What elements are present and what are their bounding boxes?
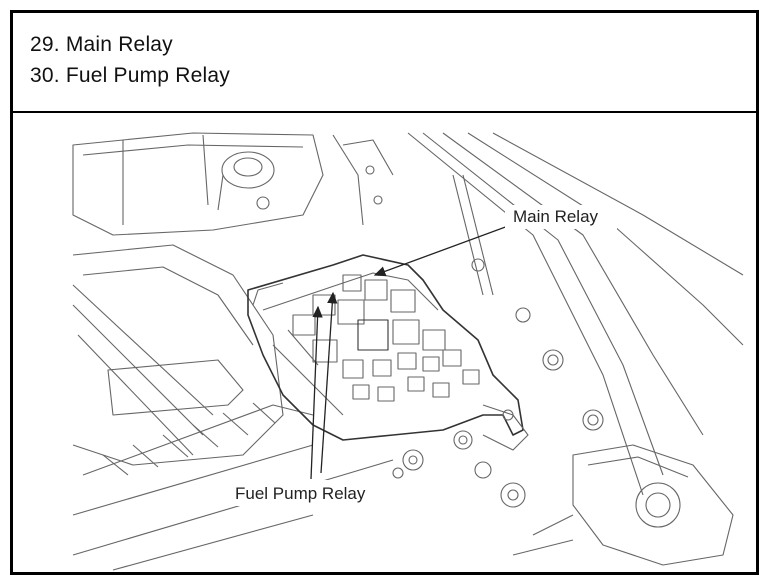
main-relay-leader xyxy=(373,224,512,277)
engine-bay-illustration: Main Relay Fuel Pump Relay xyxy=(72,132,744,571)
legend-label: Main Relay xyxy=(65,33,173,56)
main-relay-callout: Main Relay xyxy=(513,207,599,226)
fuel-pump-relay-callout: Fuel Pump Relay xyxy=(235,484,366,503)
legend-item-fuel-pump-relay: 30. Fuel Pump Relay xyxy=(30,64,230,88)
engine-bay-diagram: Main Relay Fuel Pump Relay xyxy=(13,115,756,572)
legend-panel: 29. Main Relay 30. Fuel Pump Relay xyxy=(13,13,756,113)
callout-leaders xyxy=(310,224,512,480)
engine-bay-lines xyxy=(72,132,744,571)
main-relay-label-bg xyxy=(505,205,617,229)
fuel-pump-relay-label-bg xyxy=(228,480,398,506)
fuel-pump-relay-leader-b xyxy=(310,305,323,480)
legend-number: 30. xyxy=(30,64,60,87)
figure-frame: 29. Main Relay 30. Fuel Pump Relay xyxy=(10,10,759,575)
legend-number: 29. xyxy=(30,33,60,56)
legend-label: Fuel Pump Relay xyxy=(65,64,230,87)
legend-item-main-relay: 29. Main Relay xyxy=(30,33,173,57)
fuel-pump-relay-leader-a xyxy=(320,291,338,474)
